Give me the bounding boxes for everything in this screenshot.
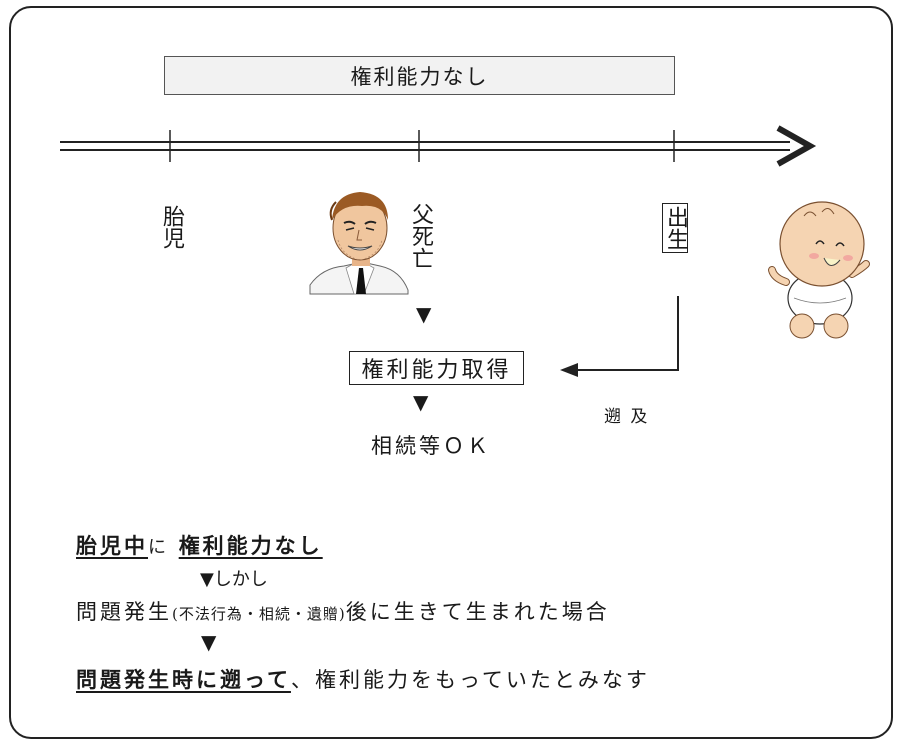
label-birth-boxed: 出生 bbox=[662, 203, 688, 253]
summary-particle: に bbox=[148, 537, 169, 558]
summary-line-2: 問題発生(不法行為・相続・遺贈)後に生きて生まれた場合 bbox=[76, 596, 610, 626]
acquire-capacity-box: 権利能力取得 bbox=[349, 351, 524, 385]
label-fetus: 胎児 bbox=[159, 205, 184, 249]
summary-however: ▼しかし bbox=[200, 569, 268, 590]
summary-retroactive-to-time: 問題発生時に遡って bbox=[76, 667, 291, 692]
summary-arrow: ▼ bbox=[201, 630, 217, 654]
down-marker-1: ▼ bbox=[416, 302, 432, 326]
timeline-arrowhead bbox=[776, 125, 817, 167]
no-legal-capacity-box: 権利能力なし bbox=[164, 56, 675, 95]
summary-born-alive: 後に生きて生まれた場合 bbox=[345, 600, 610, 624]
summary-line-3: 問題発生時に遡って、権利能力をもっていたとみなす bbox=[76, 664, 650, 694]
father-illustration bbox=[309, 192, 409, 295]
summary-no-capacity: 権利能力なし bbox=[178, 533, 323, 558]
baby-illustration bbox=[768, 201, 870, 339]
down-marker-2: ▼ bbox=[413, 390, 429, 414]
label-father-death: 父死亡 bbox=[408, 203, 433, 269]
inheritance-ok-text: 相続等ＯＫ bbox=[371, 434, 491, 458]
summary-line-1: 胎児中に 権利能力なし bbox=[76, 530, 323, 560]
diagram-frame bbox=[9, 6, 893, 739]
summary-deemed-capacity: 、権利能力をもっていたとみなす bbox=[290, 668, 650, 692]
retroactive-arrow-line bbox=[575, 296, 679, 371]
summary-problem-examples: (不法行為・相続・遺贈) bbox=[172, 605, 346, 623]
summary-problem-occurs: 問題発生 bbox=[76, 600, 172, 624]
retroactive-arrowhead bbox=[560, 363, 578, 377]
summary-fetus-period: 胎児中 bbox=[76, 533, 148, 558]
retroactive-label: 遡 及 bbox=[604, 407, 650, 427]
